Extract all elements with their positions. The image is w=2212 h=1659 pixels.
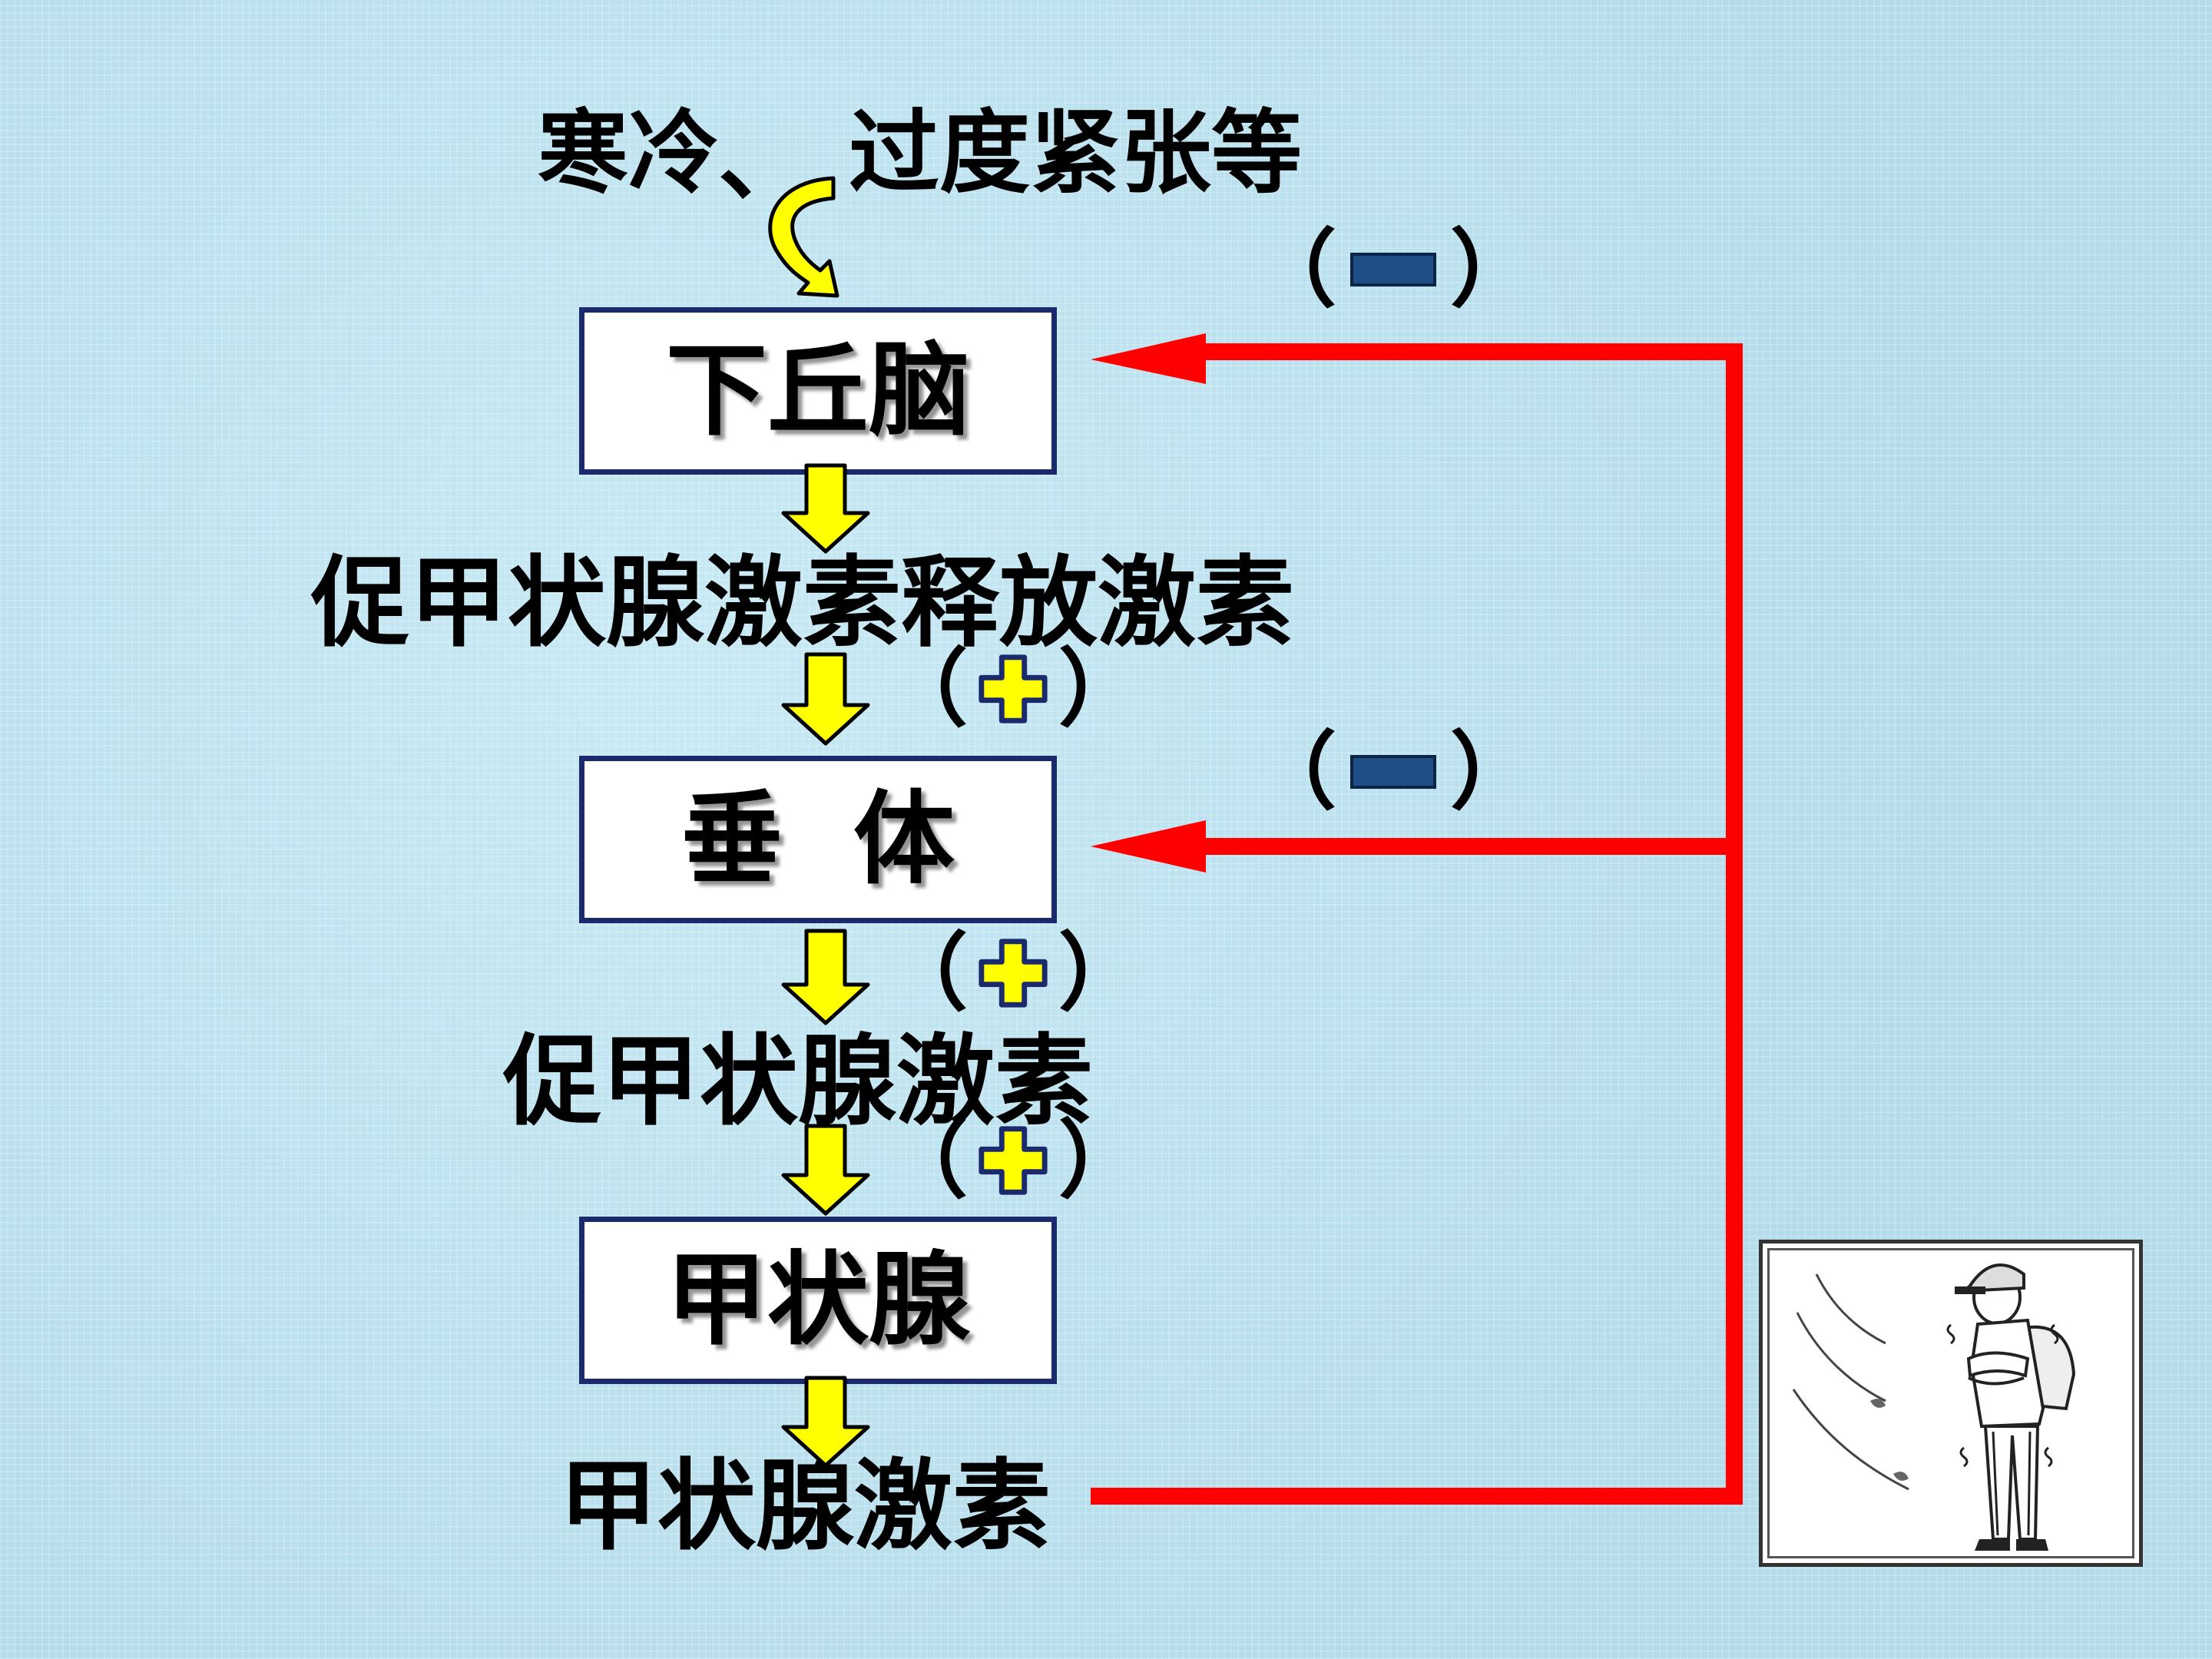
hypothalamus-label: 下丘脑 <box>666 332 970 450</box>
inhibit-pituitary: （ ） <box>1252 730 1535 814</box>
plus-icon <box>979 1126 1048 1195</box>
minus-icon <box>1350 755 1436 789</box>
plus-icon <box>979 654 1048 724</box>
down-arrow-icon <box>781 463 870 554</box>
shivering-person-icon <box>1792 1263 2076 1551</box>
promote-tsh: （ ） <box>883 931 1143 1015</box>
plus-icon <box>979 939 1048 1008</box>
paren-close: ） <box>1058 640 1143 738</box>
stimulus-cold: 寒冷 <box>538 100 720 206</box>
paren-open: （ <box>883 640 968 738</box>
paren-close: ） <box>1450 723 1535 821</box>
stimulus-stress: 过度紧张等 <box>849 100 1303 206</box>
cold-person-picture <box>1759 1240 2143 1567</box>
promote-thyroid: （ ） <box>883 1118 1143 1203</box>
promote-pituitary: （ ） <box>883 647 1143 731</box>
paren-close: ） <box>1058 1111 1143 1210</box>
feedback-loop <box>1091 343 1743 1505</box>
minus-icon <box>1350 253 1436 286</box>
tsh-label: 促甲状腺激素 <box>503 1025 1094 1139</box>
pituitary-label: 垂 体 <box>681 780 955 899</box>
paren-open: （ <box>1252 220 1336 319</box>
feedback-arrowhead-hypothalamus <box>1091 333 1206 384</box>
paren-open: （ <box>1252 723 1336 821</box>
curved-arrow-icon <box>768 176 839 298</box>
inhibit-hypothalamus: （ ） <box>1252 227 1535 312</box>
feedback-arrowhead-pituitary <box>1091 820 1206 873</box>
down-arrow-icon <box>781 1376 870 1468</box>
trh-label: 促甲状腺激素释放激素 <box>311 546 1295 661</box>
paren-close: ） <box>1058 924 1143 1022</box>
down-arrow-icon <box>781 652 870 746</box>
paren-close: ） <box>1450 220 1535 319</box>
thyroid-label: 甲状腺 <box>666 1241 970 1359</box>
paren-open: （ <box>883 1111 968 1210</box>
down-arrow-icon <box>781 929 870 1025</box>
down-arrow-icon <box>781 1124 870 1216</box>
paren-open: （ <box>883 924 968 1022</box>
th-label: 甲状腺激素 <box>559 1449 1051 1564</box>
pituitary-box: 垂 体 <box>579 756 1057 923</box>
